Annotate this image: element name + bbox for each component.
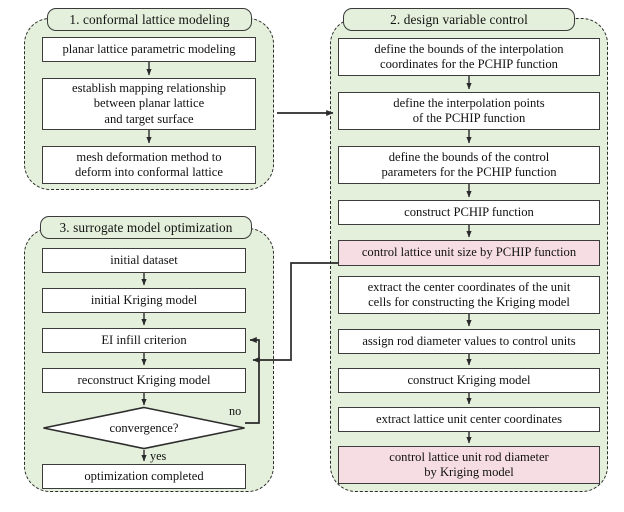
node-label: mesh deformation method to deform into c… [75,150,223,181]
node-label-line: between planar lattice [93,96,205,111]
node-label: define the interpolation points of the P… [393,96,544,127]
node-label-line: by Kriging model [424,465,514,479]
node-label-line: define the bounds of the interpolation [374,41,564,56]
node-control-lattice-unit-rod-diameter-by-kriging: control lattice unit rod diameter by Kri… [338,446,600,484]
node-establish-mapping-relationship: establish mapping relationship between p… [42,78,256,130]
node-label: assign rod diameter values to control un… [362,333,576,348]
decision-label: convergence? [109,420,179,435]
node-initial-dataset: initial dataset [42,248,246,273]
node-define-bounds-interpolation-coordinates: define the bounds of the interpolation c… [338,38,600,76]
node-label: define the bounds of the control paramet… [381,150,556,181]
node-label: planar lattice parametric modeling [62,41,236,56]
edge-label-yes: yes [150,449,167,463]
node-label: control lattice unit size by PCHIP funct… [361,245,577,260]
node-assign-rod-diameter-values: assign rod diameter values to control un… [338,329,600,354]
node-label-line: define the bounds of the control [388,149,550,164]
node-construct-pchip-function: construct PCHIP function [338,200,600,225]
node-label: initial dataset [110,252,178,267]
node-label: extract the center coordinates of the un… [368,280,571,311]
node-define-interpolation-points: define the interpolation points of the P… [338,92,600,130]
node-control-lattice-unit-size-by-pchip: control lattice unit size by PCHIP funct… [338,240,600,266]
node-extract-lattice-unit-center-coordinates: extract lattice unit center coordinates [338,407,600,432]
node-label-line: deform into conformal lattice [75,165,223,179]
node-reconstruct-kriging-model: reconstruct Kriging model [42,368,246,393]
node-initial-kriging-model: initial Kriging model [42,288,246,313]
node-planar-lattice-parametric-modeling: planar lattice parametric modeling [42,37,256,62]
panel-2-title: 2. design variable control [343,8,575,31]
node-label-line: of the PCHIP function [412,111,526,125]
panel-1-title: 1. conformal lattice modeling [47,8,252,31]
decision-convergence: convergence? [42,406,246,450]
node-label-line: cells for constructing the Kriging model [368,295,570,309]
node-label: control lattice unit rod diameter by Kri… [389,450,548,481]
node-label-line: and target surface [104,111,194,126]
edge-label-no: no [229,404,242,418]
node-label-line: parameters for the PCHIP function [381,165,557,179]
node-label: extract lattice unit center coordinates [375,411,563,426]
node-label: optimization completed [84,468,204,483]
diamond-shape [43,406,245,450]
node-label-line: mesh deformation method to [76,149,222,164]
node-mesh-deformation-method: mesh deformation method to deform into c… [42,146,256,184]
node-label: EI infill criterion [101,332,187,347]
node-label: construct PCHIP function [404,204,534,219]
node-construct-kriging-model: construct Kriging model [338,368,600,393]
node-optimization-completed: optimization completed [42,464,246,489]
node-label-line: define the interpolation points [393,95,545,110]
node-label-line: establish mapping relationship [72,80,226,95]
node-label-line: extract the center coordinates of the un… [367,279,571,294]
node-label-line: control lattice unit rod diameter [389,449,549,464]
node-label: initial Kriging model [90,292,198,307]
node-label: construct Kriging model [407,372,531,387]
node-label: reconstruct Kriging model [77,372,211,387]
node-extract-center-coordinates-unit-cells: extract the center coordinates of the un… [338,276,600,314]
node-define-bounds-control-parameters: define the bounds of the control paramet… [338,146,600,184]
node-label-line: coordinates for the PCHIP function [380,57,558,71]
panel-3-title: 3. surrogate model optimization [40,216,252,239]
node-label: define the bounds of the interpolation c… [374,42,563,73]
node-ei-infill-criterion: EI infill criterion [42,328,246,353]
node-label: establish mapping relationship between p… [72,81,226,127]
